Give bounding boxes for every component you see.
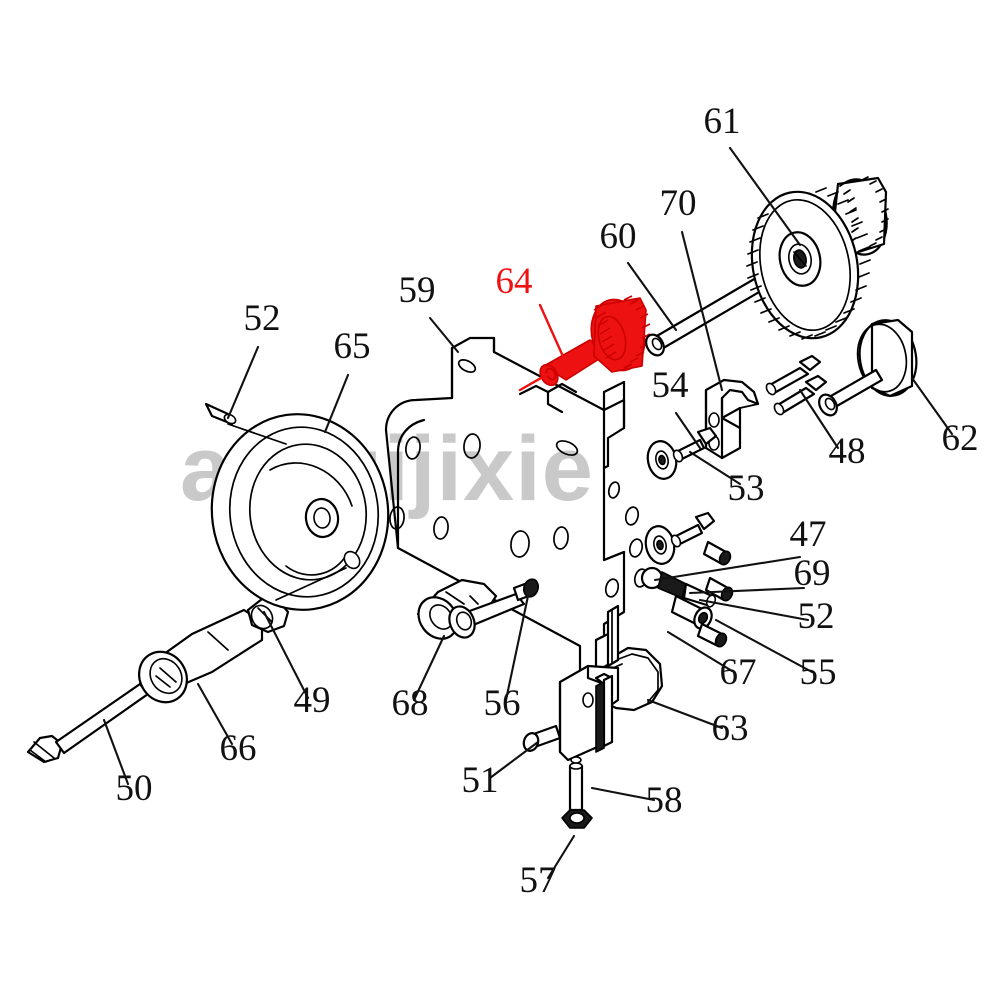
leader-line-56 xyxy=(504,594,530,702)
leader-line-70 xyxy=(680,230,724,392)
leader-line-65 xyxy=(323,373,350,434)
leader-line-52 xyxy=(226,345,260,420)
part-dowel-pin-52-left xyxy=(204,402,237,426)
callout-label-69: 69 xyxy=(794,553,831,594)
callout-label-62: 62 xyxy=(942,418,979,459)
callout-label-67: 67 xyxy=(720,652,757,693)
part-screw-54-b xyxy=(670,511,716,548)
leader-line-69 xyxy=(688,586,806,595)
part-universal-joint-68 xyxy=(416,578,526,640)
part-guard-bracket-63 xyxy=(558,604,664,762)
leader-line-55 xyxy=(714,618,814,674)
part-dowel-pin-52-right xyxy=(670,594,713,630)
callout-label-64: 64 xyxy=(496,261,533,302)
callout-label-53: 53 xyxy=(728,468,765,509)
leader-line-64 xyxy=(538,303,572,374)
part-nut-49 xyxy=(246,597,290,634)
leader-line-50 xyxy=(102,718,130,786)
part-washer-53-b xyxy=(644,525,676,565)
leader-line-48 xyxy=(798,388,840,450)
callout-label-48: 48 xyxy=(829,431,866,472)
callout-label-63: 63 xyxy=(712,708,749,749)
leader-line-60 xyxy=(626,261,678,332)
leader-lines xyxy=(102,146,954,880)
leader-line-58 xyxy=(590,786,656,802)
part-stud-58 xyxy=(568,756,584,812)
part-set-screw-48-b xyxy=(773,374,828,416)
callout-label-70: 70 xyxy=(660,183,697,224)
part-compound-gear-61 xyxy=(746,176,889,340)
callout-label-61: 61 xyxy=(704,101,741,142)
callout-label-54: 54 xyxy=(652,365,689,406)
leader-line-54 xyxy=(674,411,702,450)
leader-line-68 xyxy=(412,634,446,702)
leader-line-67 xyxy=(666,630,734,673)
part-nut-57 xyxy=(561,809,593,829)
part-handwheel-65 xyxy=(210,413,390,611)
leader-line-49 xyxy=(262,610,310,700)
leader-line-57 xyxy=(546,834,576,880)
callout-label-52: 52 xyxy=(798,596,835,637)
callout-label-60: 60 xyxy=(600,216,637,257)
callout-label-58: 58 xyxy=(646,780,683,821)
leader-line-53 xyxy=(688,450,742,486)
callout-label-57: 57 xyxy=(520,860,557,901)
leader-line-59 xyxy=(428,316,460,354)
callout-label-49: 49 xyxy=(294,680,331,721)
part-bearing-bracket-70 xyxy=(704,378,760,460)
callout-label-47: 47 xyxy=(790,514,827,555)
callout-label-66: 66 xyxy=(220,728,257,769)
leader-line-47 xyxy=(653,555,802,582)
part-set-screw-48-a xyxy=(765,354,822,396)
leader-line-66 xyxy=(196,682,234,746)
callout-label-59: 59 xyxy=(399,270,436,311)
leader-line-51 xyxy=(488,740,540,780)
callout-label-65: 65 xyxy=(334,326,371,367)
part-sleeve-66 xyxy=(138,608,264,704)
callout-label-56: 56 xyxy=(484,683,521,724)
leader-line-52 xyxy=(698,598,810,622)
part-washer-53-a xyxy=(646,440,678,480)
callout-label-50: 50 xyxy=(116,768,153,809)
part-handle-shaft-62 xyxy=(818,318,918,417)
part-grub-screw-55 xyxy=(696,622,728,648)
callout-label-52: 52 xyxy=(244,298,281,339)
callout-label-68: 68 xyxy=(392,683,429,724)
part-pin-56 xyxy=(512,578,540,602)
leader-line-61 xyxy=(728,146,802,247)
leader-line-63 xyxy=(646,698,724,730)
leader-line-62 xyxy=(910,376,954,436)
part-gear-shaft-64 xyxy=(518,295,651,392)
callout-label-51: 51 xyxy=(462,760,499,801)
callout-label-55: 55 xyxy=(800,652,837,693)
part-grub-screw-upper xyxy=(702,540,732,566)
